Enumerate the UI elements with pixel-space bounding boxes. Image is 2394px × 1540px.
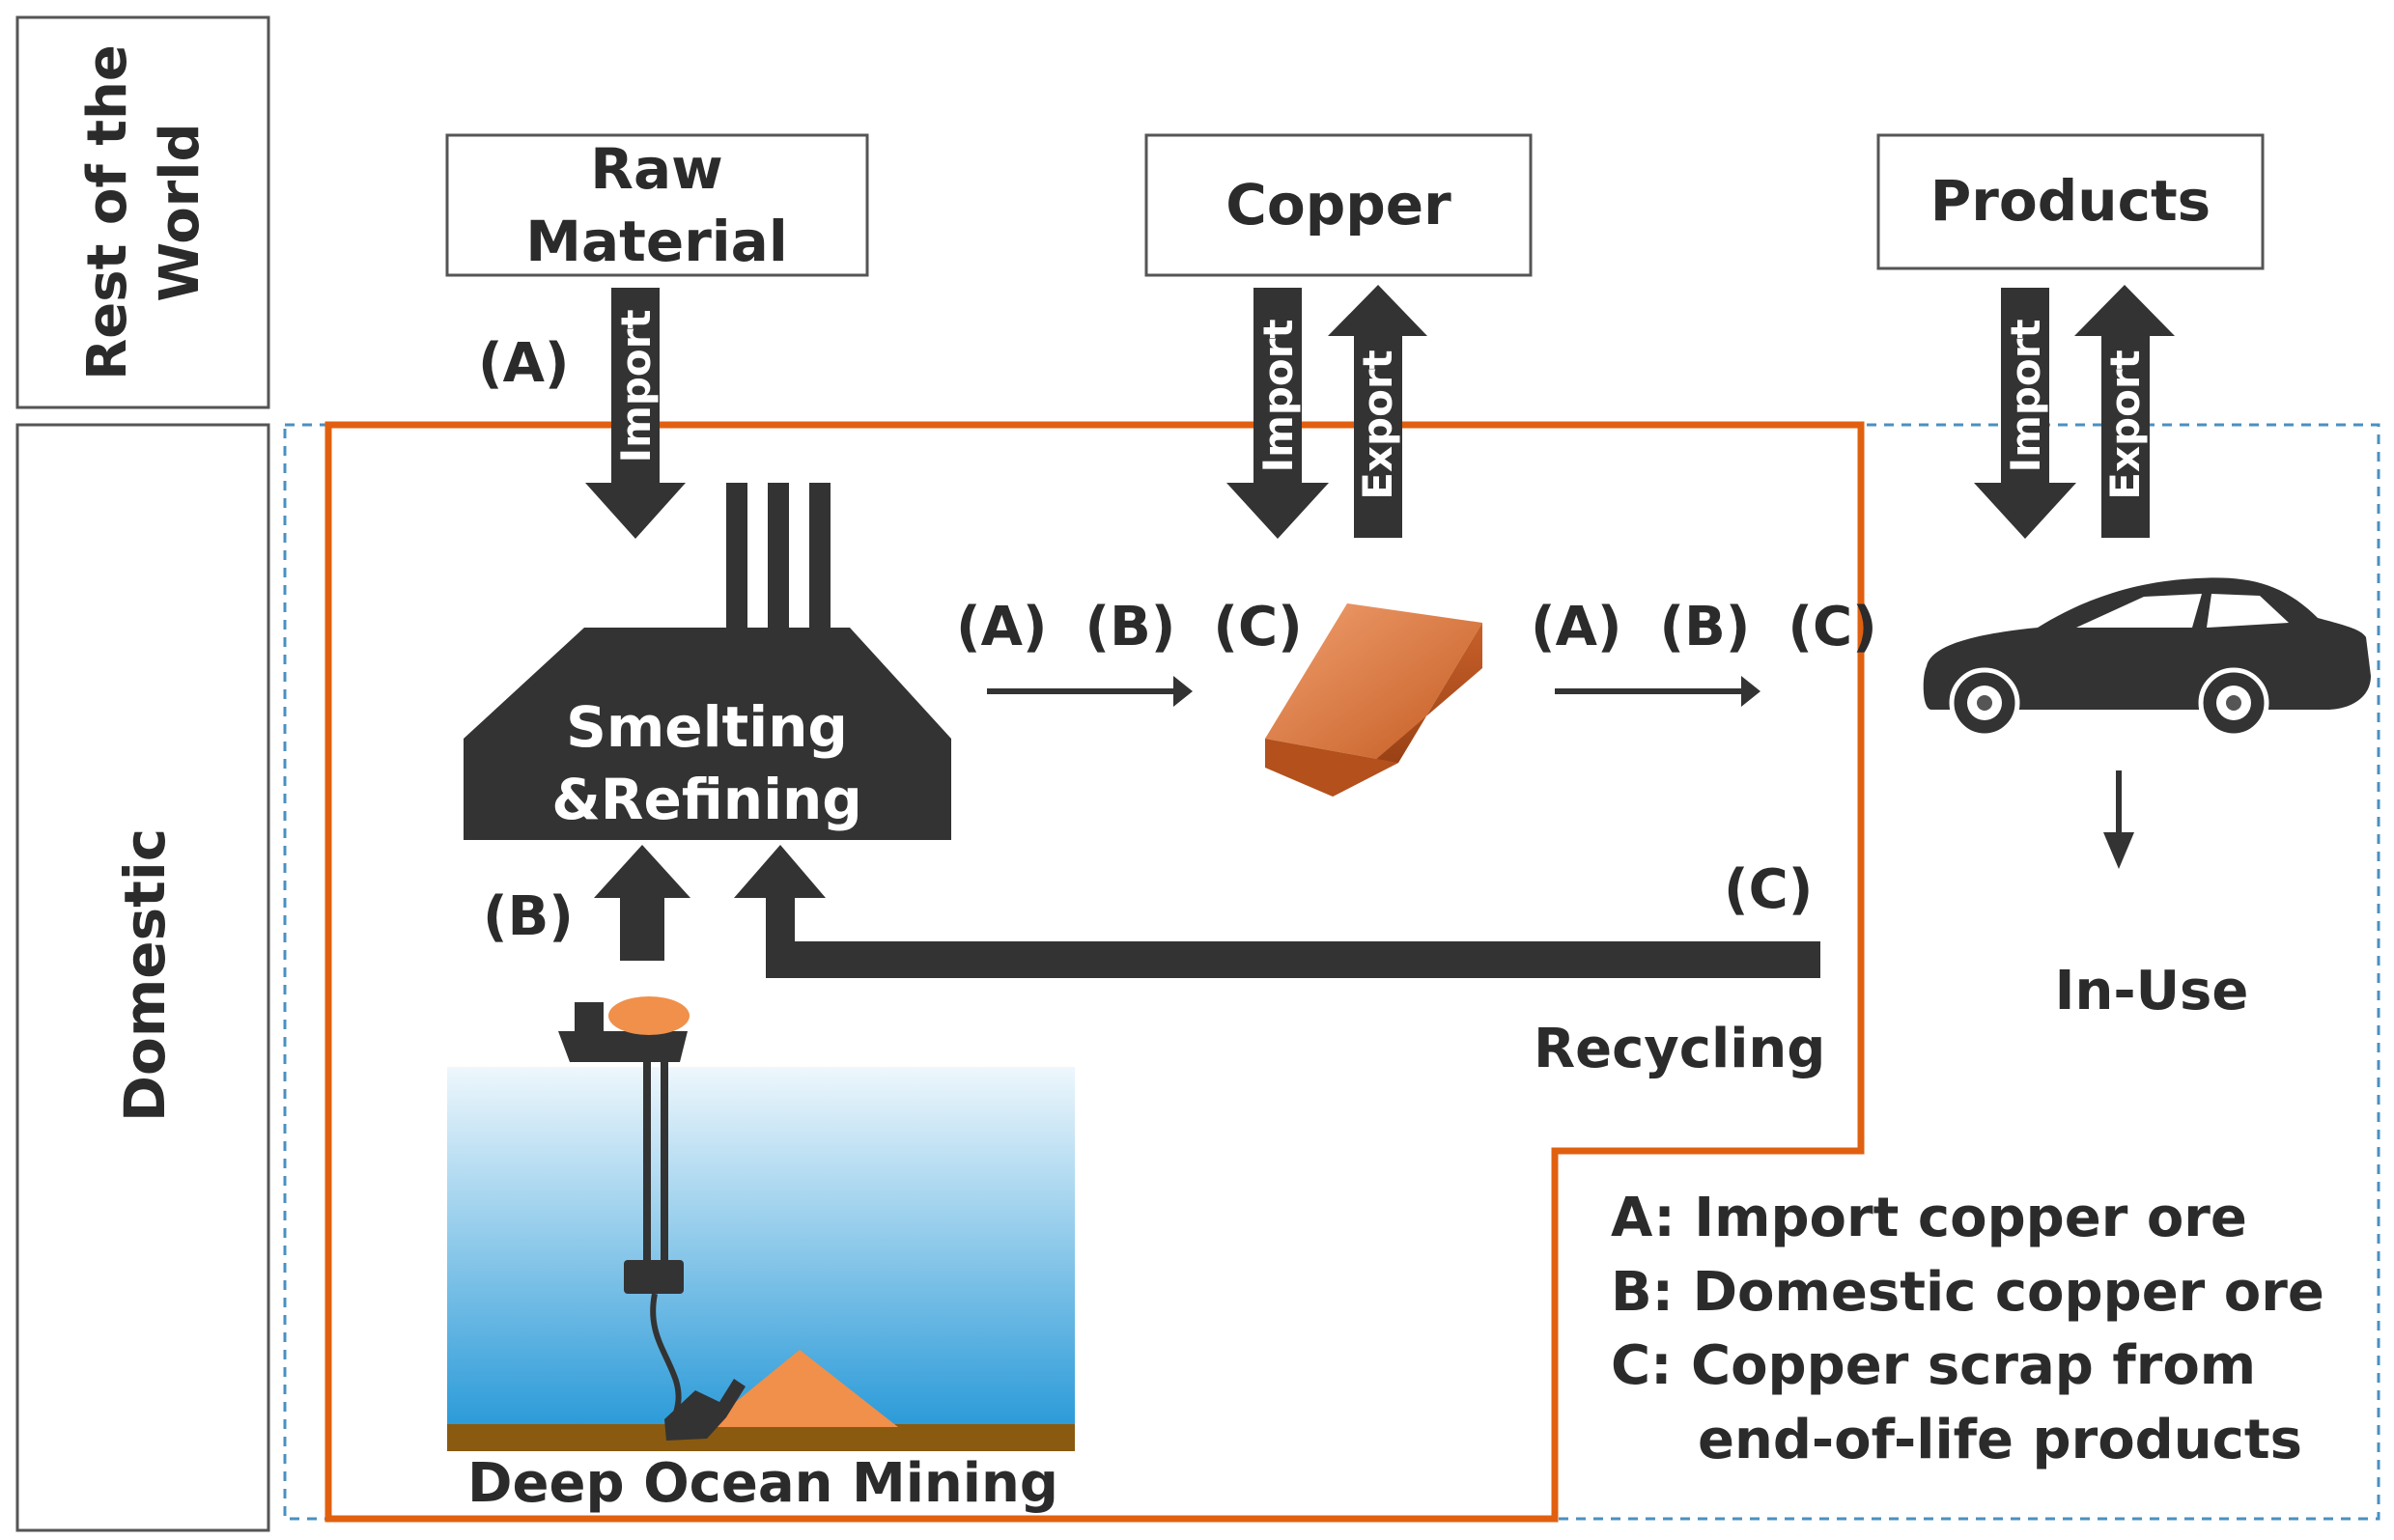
flow-label-abc-1: (A) (B) (C) <box>956 596 1303 658</box>
legend-item-b: B: Domestic copper ore <box>1611 1261 2324 1324</box>
copper-export-arrow: Export <box>1328 285 1427 538</box>
copper-export-label: Export <box>1354 350 1401 500</box>
products-box <box>1876 133 2265 270</box>
copper-label: Copper <box>1225 172 1451 238</box>
flow-arrow-smelter-to-copper <box>987 676 1193 707</box>
products-import-label: Import <box>2002 319 2049 472</box>
flow-arrow-copper-to-products <box>1555 676 1760 707</box>
deep-ocean-mining-label: Deep Ocean Mining <box>467 1452 1058 1515</box>
legend-item-c-line1: C: Copper scrap from <box>1611 1334 2256 1397</box>
smelting-refining-factory-icon <box>464 483 951 840</box>
products-import-arrow: Import <box>1974 288 2076 539</box>
ocean-water <box>447 1067 1075 1429</box>
rest-of-world-label-line2: World <box>149 123 211 301</box>
rest-of-world-label-line1: Rest of the <box>76 44 139 380</box>
legend-item-c-line2: end-of-life products <box>1698 1409 2302 1471</box>
domestic-box <box>15 423 270 1532</box>
products-export-label: Export <box>2101 350 2149 500</box>
seabed-collector-icon <box>664 1379 746 1441</box>
raw-material-import-label: Import <box>612 309 660 462</box>
in-use-label: In-Use <box>2055 960 2249 1022</box>
copper-import-label: Import <box>1254 319 1302 472</box>
raw-material-label-line1: Raw <box>590 136 722 202</box>
domestic-ore-arrow <box>594 845 690 961</box>
in-use-arrow <box>2103 770 2134 869</box>
rest-of-world-box <box>15 15 270 409</box>
system-boundary <box>324 421 1865 1523</box>
mining-ship-icon <box>558 1031 688 1062</box>
copper-ingot-icon <box>1265 603 1482 797</box>
raw-material-label-line2: Material <box>525 209 787 274</box>
legend: A: Import copper ore B: Domestic copper … <box>1611 1187 2324 1471</box>
products-label: Products <box>1930 168 2211 234</box>
flow-label-abc-2: (A) (B) (C) <box>1531 596 1877 658</box>
smelting-label-line2: &Refining <box>551 767 862 832</box>
smelting-label-line1: Smelting <box>566 694 848 760</box>
copper-box <box>1144 133 1533 277</box>
domestic-label: Domestic <box>112 828 178 1122</box>
seabed <box>447 1424 1075 1451</box>
recycling-arrow <box>734 845 1820 978</box>
car-icon <box>1923 577 2371 739</box>
label-a-import: (A) <box>478 332 570 395</box>
products-export-arrow: Export <box>2074 285 2175 538</box>
raw-material-import-arrow: Import <box>585 288 686 539</box>
label-b-domestic: (B) <box>483 885 574 948</box>
legend-item-a: A: Import copper ore <box>1611 1187 2247 1249</box>
recycling-label: Recycling <box>1534 1018 1825 1080</box>
label-c-recycling: (C) <box>1724 858 1813 921</box>
deep-ocean-mining-scene <box>447 996 1075 1451</box>
copper-import-arrow: Import <box>1226 288 1329 539</box>
raw-material-box <box>445 133 869 277</box>
ore-pile <box>705 1350 898 1427</box>
